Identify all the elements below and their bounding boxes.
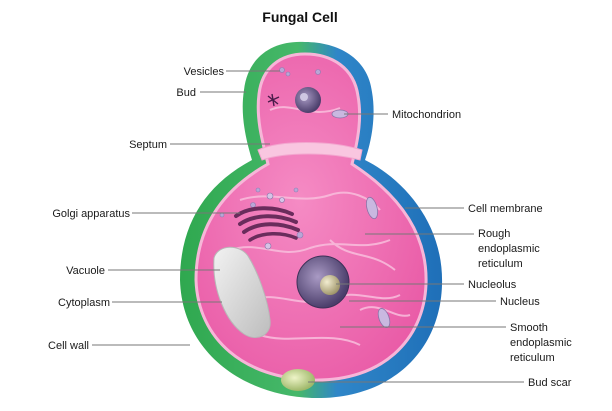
golgi-apparatus xyxy=(234,192,300,250)
label-nucleus: Nucleus xyxy=(500,296,540,308)
diagram-title: Fungal Cell xyxy=(262,9,337,25)
label-smooth-er-line1: Smooth xyxy=(510,322,548,334)
label-mitochondrion: Mitochondrion xyxy=(392,109,461,121)
label-cell-wall: Cell wall xyxy=(48,340,89,352)
nucleolus-shape xyxy=(320,275,340,295)
label-smooth-er-line2: endoplasmic xyxy=(510,337,572,349)
bud-chromatin xyxy=(267,93,280,107)
label-bud: Bud xyxy=(176,87,196,99)
label-cytoplasm: Cytoplasm xyxy=(58,297,110,309)
vacuole-shape xyxy=(213,246,271,338)
bud-nucleus xyxy=(295,87,321,113)
leader-lines xyxy=(92,70,524,383)
label-rough-er-line1: Rough xyxy=(478,228,510,240)
label-nucleolus: Nucleolus xyxy=(468,279,517,291)
bud-nucleolus xyxy=(300,93,308,101)
label-vesicles: Vesicles xyxy=(184,66,225,78)
label-vacuole: Vacuole xyxy=(66,265,105,277)
label-rough-er-line2: endoplasmic xyxy=(478,243,540,255)
label-smooth-er-line3: reticulum xyxy=(510,352,555,364)
vesicles-group xyxy=(219,67,321,239)
bud-scar-shape xyxy=(281,369,315,391)
label-bud-scar: Bud scar xyxy=(528,377,572,389)
label-rough-er-line3: reticulum xyxy=(478,258,523,270)
label-cell-membrane: Cell membrane xyxy=(468,203,543,215)
label-septum: Septum xyxy=(129,139,167,151)
label-golgi-apparatus: Golgi apparatus xyxy=(52,208,130,220)
septum-shape xyxy=(257,142,363,161)
